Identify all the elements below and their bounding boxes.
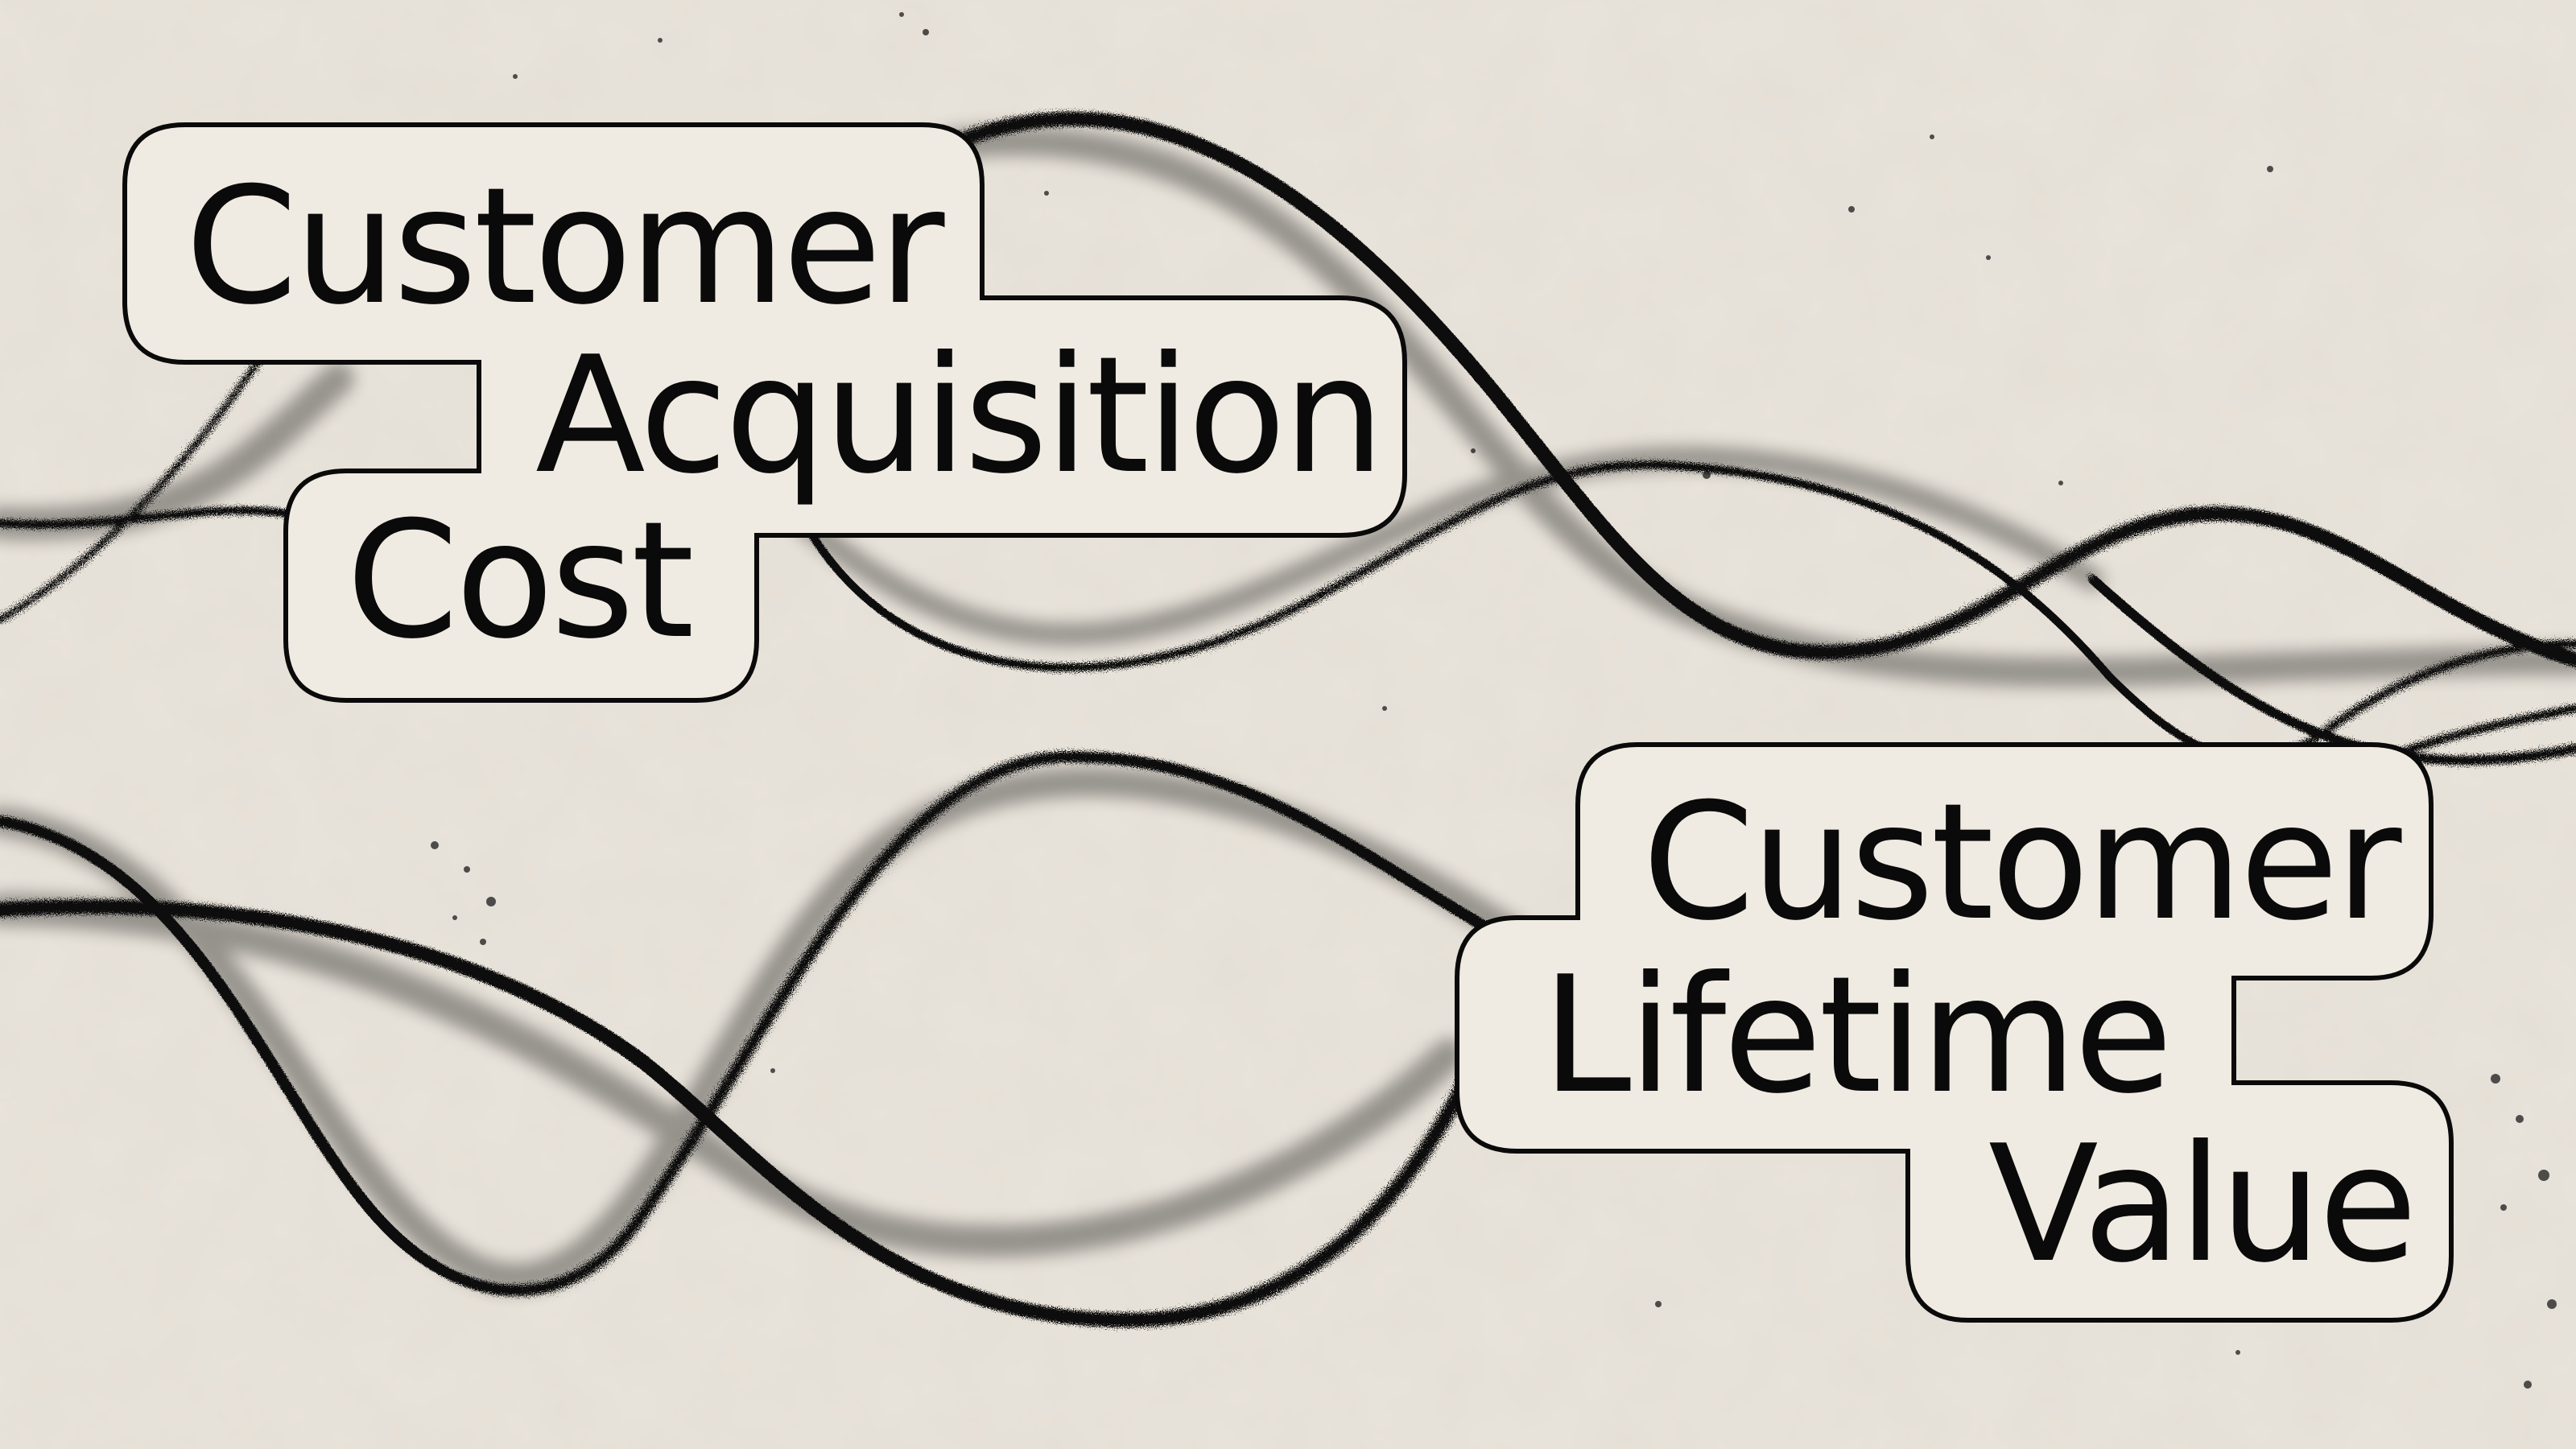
ribbon-bottom-2 — [0, 750, 1503, 1297]
label-customer-lifetime-value: Customer Lifetime Value — [1455, 742, 2454, 1323]
ribbons — [0, 111, 2576, 1328]
label-cac-shape — [122, 122, 1407, 703]
ribbon-bottom-1 — [0, 899, 1488, 1328]
ribbon-top-2 — [0, 359, 261, 623]
ribbon-top-4 — [801, 460, 2576, 763]
label-clv-line3: Value — [1988, 1111, 2414, 1298]
label-clv-line2: Lifetime — [1542, 942, 2169, 1129]
label-clv-shape — [1455, 742, 2454, 1323]
label-cac-line1: Customer — [185, 153, 945, 341]
label-cac-line3: Cost — [346, 487, 691, 675]
ribbon-top-5 — [2088, 575, 2576, 766]
label-clv-line1: Customer — [1642, 769, 2402, 956]
label-cac-line2: Acquisition — [535, 322, 1381, 510]
ribbon-top-3 — [943, 111, 2576, 667]
label-customer-acquisition-cost: Customer Acquisition Cost — [122, 122, 1407, 703]
paper-speckles — [431, 12, 2557, 1389]
